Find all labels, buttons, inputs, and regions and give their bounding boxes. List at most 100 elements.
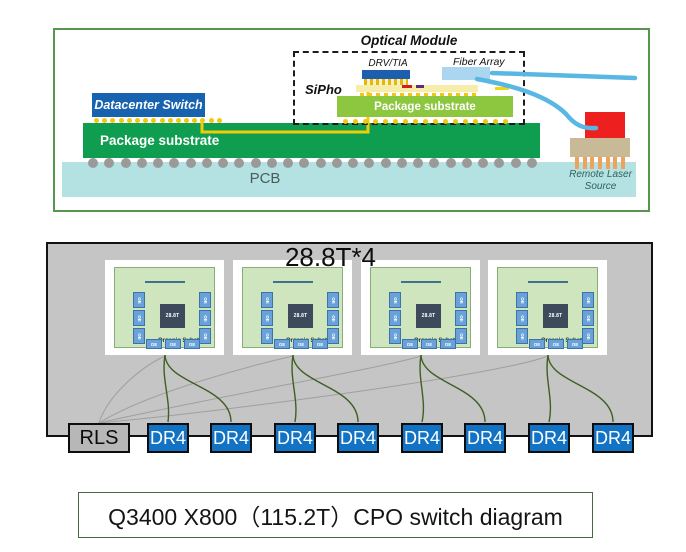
ball-dot (266, 157, 277, 168)
ball-dot (331, 157, 342, 168)
die-dash (495, 87, 509, 90)
main-substrate-label: Package substrate (100, 133, 220, 148)
organic-substrate-label: Organic Substrate (414, 338, 466, 344)
oe-box: OE (293, 339, 309, 349)
oe-box: OE (133, 292, 145, 308)
asic-chip-label: 28.8T (421, 313, 436, 319)
bump-dot (143, 117, 149, 123)
asic-chip-label: 28.8T (165, 313, 180, 319)
fiber-connections (98, 354, 614, 424)
om-substrate-bumps (343, 118, 508, 124)
bump-dot (453, 118, 458, 124)
remote-laser-line2: Source (584, 181, 617, 192)
bump-dot (343, 118, 348, 124)
bump-dot (373, 118, 378, 124)
dr4-box: DR4 (528, 423, 570, 453)
om-substrate-label: Package substrate (374, 100, 476, 113)
laser-pin (582, 157, 587, 169)
ball-dot (250, 157, 261, 168)
oe-box: OE (389, 328, 401, 344)
oe-box: OE (516, 310, 528, 326)
oe-box: OE (389, 292, 401, 308)
ball-dot (348, 157, 358, 168)
dr4-label: DR4 (149, 427, 186, 448)
oe-box: OE (582, 310, 594, 326)
ball-dot (364, 157, 375, 168)
dr4-box: DR4 (210, 423, 252, 453)
dr4-label: DR4 (466, 427, 503, 448)
oe-box: OE (440, 339, 456, 349)
laser-pin (620, 157, 625, 169)
oe-box: OE (199, 310, 211, 326)
oe-box: OE (327, 310, 339, 326)
oe-box: OE (455, 292, 467, 308)
bump-dot (208, 117, 214, 123)
bump-dot (102, 117, 108, 123)
oe-box: OE (516, 292, 528, 308)
switch-package-card: 28.8T Organic Substrate OEOEOEOEOEOEOEOE… (233, 260, 352, 355)
switch-bumps (94, 117, 222, 123)
datacenter-switch-label: Datacenter Switch (94, 98, 203, 112)
oe-box: OE (516, 328, 528, 344)
drv-tia-label: DRV/TIA (368, 58, 408, 69)
bump-dot (151, 117, 157, 123)
laser-substrate (570, 138, 630, 157)
oe-box: OE (548, 339, 564, 349)
caption-box: Q3400 X800（115.2T）CPO switch diagram (78, 492, 593, 538)
bump-dot (134, 117, 140, 123)
bump-dot (413, 118, 418, 124)
bump-dot (118, 117, 124, 123)
ball-dot (120, 157, 131, 168)
switch-package-card: 28.8T Organic Substrate OEOEOEOEOEOEOEOE… (105, 260, 224, 355)
ball-dot (88, 157, 98, 168)
switch-asic-chip: 28.8T (160, 304, 185, 328)
dr4-box: DR4 (147, 423, 189, 453)
ball-dot (185, 157, 196, 168)
dr4-label: DR4 (276, 427, 313, 448)
oe-box: OE (389, 310, 401, 326)
organic-substrate: 28.8T Organic Substrate OEOEOEOEOEOEOEOE… (370, 267, 471, 349)
oe-box: OE (133, 310, 145, 326)
ball-dot (478, 157, 488, 168)
switch-package-card: 28.8T Organic Substrate OEOEOEOEOEOEOEOE… (361, 260, 480, 355)
ball-dot (396, 157, 407, 168)
dr4-label: DR4 (339, 427, 376, 448)
chip-pillars (364, 79, 408, 89)
ball-dot (218, 157, 228, 168)
oe-box: OE (582, 328, 594, 344)
bump-dot (443, 118, 448, 124)
ball-dot (445, 157, 456, 168)
remote-laser-chip (585, 112, 625, 138)
oe-box: OE (529, 339, 545, 349)
fiber-array-label: Fiber Array (453, 56, 505, 68)
substrate-top-line (401, 281, 441, 283)
dr4-box: DR4 (274, 423, 316, 453)
dr4-box: DR4 (464, 423, 506, 453)
switch-package-card: 28.8T Organic Substrate OEOEOEOEOEOEOEOE… (488, 260, 607, 355)
bump-dot (94, 117, 99, 123)
ball-dot (494, 157, 505, 168)
ball-dot (299, 157, 310, 168)
organic-substrate-label: Organic Substrate (158, 338, 210, 344)
bump-dot (403, 118, 408, 124)
oe-box: OE (567, 339, 583, 349)
oe-box: OE (455, 310, 467, 326)
dr4-label: DR4 (594, 427, 631, 448)
die-purple-mark (416, 85, 424, 88)
sipho-die (356, 85, 478, 92)
substrate-top-line (145, 281, 185, 283)
cpo-cross-section-figure: PCB Datacenter Switch Package substrate … (53, 28, 650, 212)
oe-box: OE (455, 328, 467, 344)
ball-dot (283, 157, 293, 168)
bump-dot (363, 118, 368, 124)
ball-dot (526, 157, 537, 168)
bump-dot (184, 117, 190, 123)
organic-substrate-label: Organic Substrate (541, 338, 593, 344)
ball-dot (201, 157, 212, 168)
ball-dot (380, 157, 391, 168)
bump-dot (167, 117, 173, 123)
rls-label: RLS (79, 426, 119, 449)
bump-dot (110, 117, 116, 123)
ball-dot (461, 157, 472, 168)
dr4-label: DR4 (403, 427, 440, 448)
